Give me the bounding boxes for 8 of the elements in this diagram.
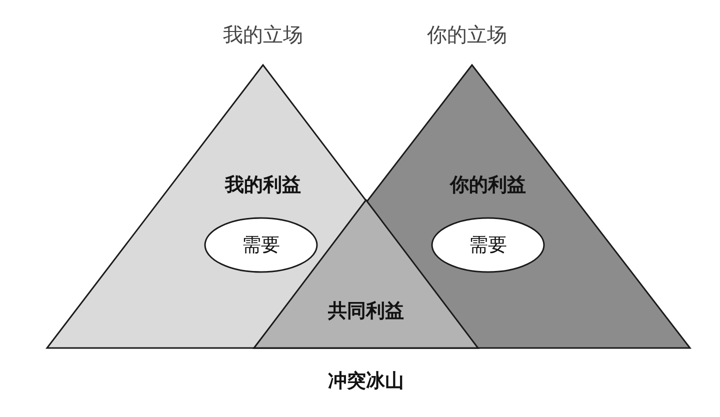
heading-label: 我的立场 — [223, 22, 303, 48]
node-label: 我的利益 — [225, 173, 301, 198]
node-label: 需要 — [469, 233, 507, 258]
heading-label: 你的立场 — [427, 22, 507, 48]
node-label: 共同利益 — [328, 299, 404, 324]
node-label: 需要 — [242, 233, 280, 258]
caption: 冲突冰山 — [328, 369, 404, 394]
node-label: 你的利益 — [450, 173, 526, 198]
